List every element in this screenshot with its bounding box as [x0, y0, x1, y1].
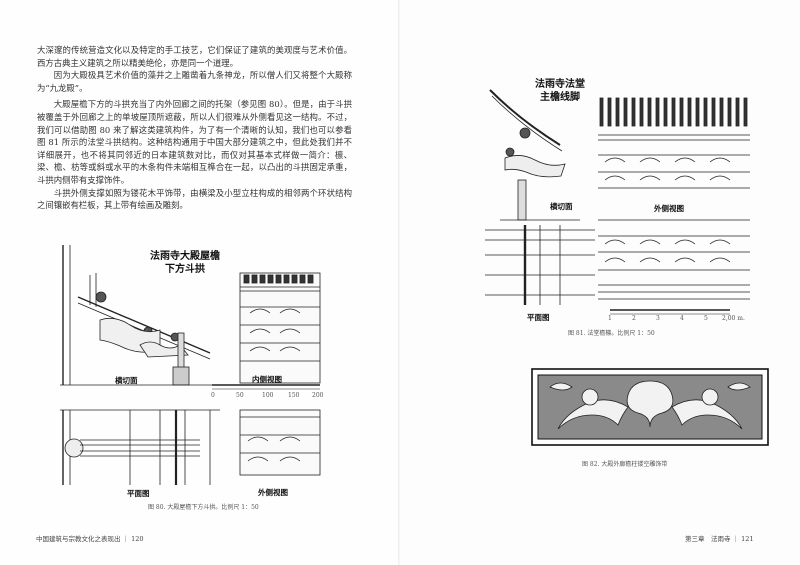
figure-81-title-line-2: 主檐线脚 [540, 92, 580, 103]
left-body-text: 大深邃的传统营造文化以及特定的手工技艺，它们保证了建筑的美观度与艺术价值。西方古… [37, 44, 352, 212]
figure-80-outer-label: 外侧视图 [258, 488, 288, 497]
figure-81-caption: 图 81. 法堂檐檩。比例尺 1：50 [568, 330, 655, 337]
figure-80-title-line-1: 法雨寺大殿屋檐 [150, 251, 220, 262]
figure-80-section-label: 横切面 [115, 376, 138, 385]
paragraph-3: 大殿屋檐下方的斗拱充当了内外回廊之间的托架（参见图 80）。但是，由于斗拱被覆盖… [37, 99, 352, 185]
figure-82-carved-panel [531, 368, 769, 446]
left-footer: 中国建筑与宗教文化之表现出 ｜ 120 [36, 535, 144, 543]
figure-80-title-line-2: 下方斗拱 [165, 264, 205, 275]
figure-81-scale-tick-1: 2 [632, 315, 636, 322]
figure-81-section-label: 横切面 [550, 202, 573, 211]
paragraph-4: 斗拱外侧支撑如照为镂花木平饰带，由横梁及小型立柱构成的相邻两个环状结构之间镶嵌有… [37, 187, 352, 211]
figure-81-scale-tick-5: 2,00 m. [722, 315, 745, 322]
figure-81-title-line-1: 法雨寺法堂 [535, 79, 585, 90]
figure-80-plan-label: 平面图 [127, 489, 150, 498]
figure-81-outer-label: 外侧视图 [654, 204, 684, 213]
figure-81-scale-tick-0: 1 [608, 315, 612, 322]
figure-80-drawing [60, 245, 321, 485]
figure-80-scale-tick-1: 50 [236, 392, 244, 399]
figure-81-drawing [485, 89, 750, 315]
figure-80-scale-tick-3: 150 [288, 392, 300, 399]
figure-80-scale-tick-0: 0 [211, 392, 215, 399]
figure-81-scale-tick-2: 3 [656, 315, 660, 322]
figure-80-inner-label: 内侧视图 [252, 375, 282, 384]
figure-81-scale-tick-3: 4 [680, 315, 684, 322]
figure-80-scale-tick-2: 100 [262, 392, 274, 399]
right-page: 法雨寺法堂 主檐线脚 横切面 外侧视图 平面图 1 2 3 4 5 2,00 m… [400, 0, 800, 565]
right-footer: 第三章 法雨寺 ｜ 121 [685, 535, 754, 543]
paragraph-1: 大深邃的传统营造文化以及特定的手工技艺，它们保证了建筑的美观度与艺术价值。西方古… [37, 45, 352, 68]
figure-80-scale-tick-4: 200 [312, 392, 324, 399]
figure-82-caption: 图 82. 大殿外廊檐柱镂空雕饰带 [582, 461, 668, 468]
left-page: 大深邃的传统营造文化以及特定的手工技艺，它们保证了建筑的美观度与艺术价值。西方古… [36, 44, 352, 543]
figure-81-plan-label: 平面图 [527, 313, 550, 322]
figure-80-caption: 图 80. 大殿屋檐下方斗拱。比例尺 1：50 [148, 504, 259, 511]
figure-81-scale-tick-4: 5 [704, 315, 708, 322]
paragraph-2: 因为大殿极具艺术价值的藻井之上雕凿着九条神龙，所以僧人们又将整个大殿称为“九龙殿… [37, 70, 352, 93]
